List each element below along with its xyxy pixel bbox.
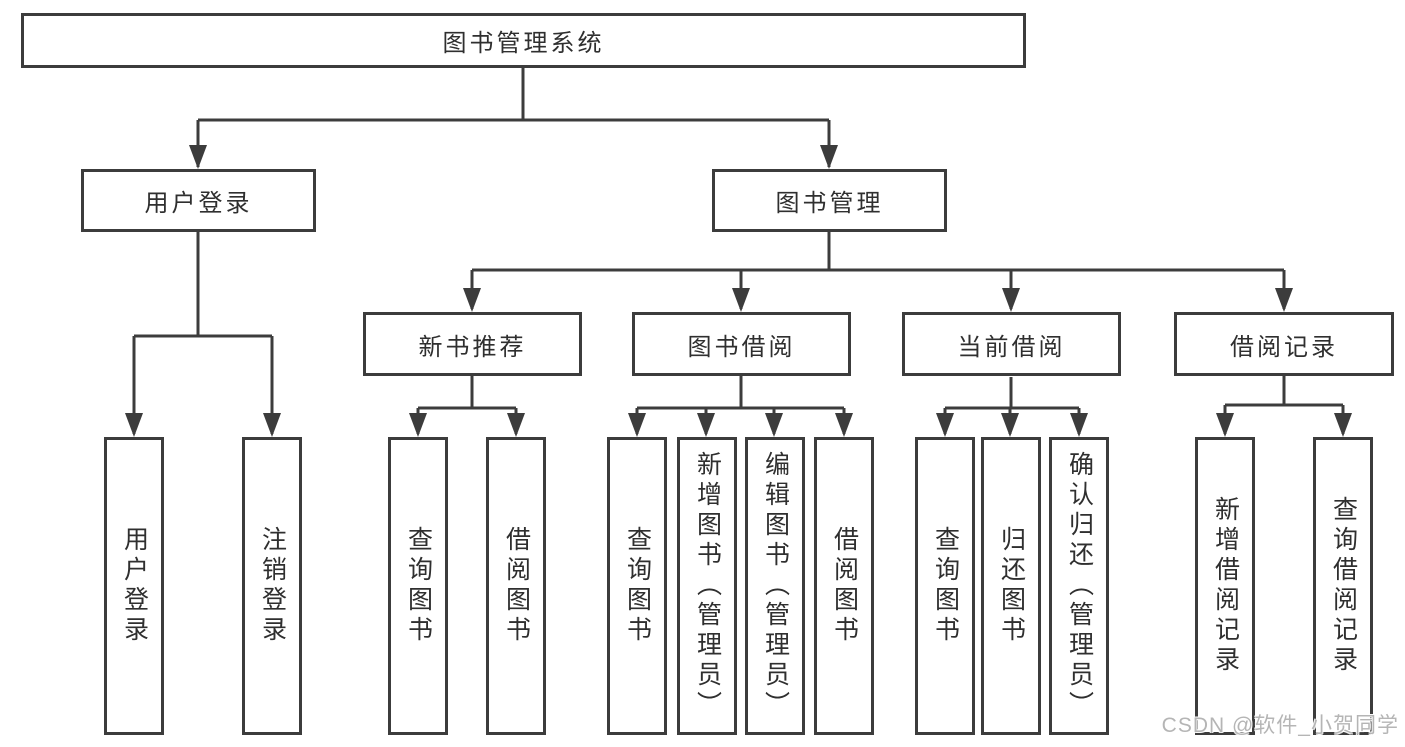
leaf-label: 用户登录 [120, 526, 149, 646]
leaf-label: 新增图书（管理员） [693, 451, 722, 721]
leaf-label: 编辑图书（管理员） [761, 451, 790, 721]
arrow-down-icon [1002, 288, 1020, 312]
leaf-borrow-book: 借阅图书 [814, 437, 874, 735]
node-user-login: 用户登录 [81, 169, 316, 232]
leaf-user-login: 用户登录 [104, 437, 164, 735]
leaf-query-borrow-record: 查询借阅记录 [1313, 437, 1373, 735]
arrowheads [125, 145, 1352, 437]
node-book-management: 图书管理 [712, 169, 947, 232]
leaf-label: 查询借阅记录 [1329, 496, 1358, 676]
leaf-query-book: 查询图书 [607, 437, 667, 735]
arrow-down-icon [765, 413, 783, 437]
arrow-down-icon [628, 413, 646, 437]
leaf-label: 查询图书 [404, 526, 433, 646]
leaf-label: 借阅图书 [502, 526, 531, 646]
leaf-logout: 注销登录 [242, 437, 302, 735]
arrow-down-icon [835, 413, 853, 437]
arrow-down-icon [263, 413, 281, 437]
node-current-borrow: 当前借阅 [902, 312, 1121, 376]
leaf-query-book: 查询图书 [915, 437, 975, 735]
arrow-down-icon [1334, 413, 1352, 437]
node-borrow-records: 借阅记录 [1174, 312, 1394, 376]
node-new-book-recommend: 新书推荐 [363, 312, 582, 376]
leaf-confirm-return-admin: 确认归还（管理员） [1049, 437, 1109, 735]
leaf-label: 归还图书 [997, 526, 1026, 646]
leaf-label: 注销登录 [258, 526, 287, 646]
arrow-down-icon [507, 413, 525, 437]
leaf-add-borrow-record: 新增借阅记录 [1195, 437, 1255, 735]
leaf-add-book-admin: 新增图书（管理员） [677, 437, 737, 735]
node-root: 图书管理系统 [21, 13, 1026, 68]
arrow-down-icon [463, 288, 481, 312]
arrow-down-icon [936, 413, 954, 437]
arrow-down-icon [820, 145, 838, 169]
arrow-down-icon [189, 145, 207, 169]
arrow-down-icon [1275, 288, 1293, 312]
leaf-query-book: 查询图书 [388, 437, 448, 735]
arrow-down-icon [1070, 413, 1088, 437]
node-book-borrow: 图书借阅 [632, 312, 851, 376]
leaf-label: 新增借阅记录 [1211, 496, 1240, 676]
arrow-down-icon [125, 413, 143, 437]
arrow-down-icon [1001, 413, 1019, 437]
leaf-return-book: 归还图书 [981, 437, 1041, 735]
leaf-edit-book-admin: 编辑图书（管理员） [745, 437, 805, 735]
arrow-down-icon [697, 413, 715, 437]
leaf-label: 借阅图书 [830, 526, 859, 646]
leaf-label: 查询图书 [623, 526, 652, 646]
leaf-label: 确认归还（管理员） [1065, 451, 1094, 721]
leaf-label: 查询图书 [931, 526, 960, 646]
leaf-borrow-book: 借阅图书 [486, 437, 546, 735]
arrow-down-icon [409, 413, 427, 437]
connector-group [132, 68, 1345, 434]
arrow-down-icon [1216, 413, 1234, 437]
arrow-down-icon [732, 288, 750, 312]
